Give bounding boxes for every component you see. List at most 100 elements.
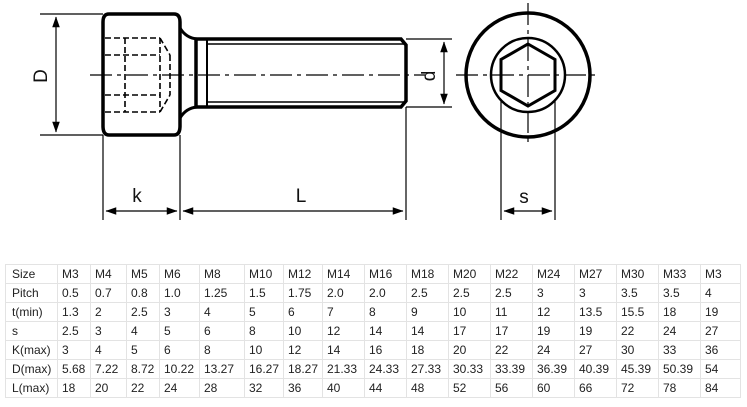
- row-header: s: [5, 321, 58, 341]
- table-cell: 4: [126, 321, 160, 341]
- table-cell: 2.0: [322, 283, 365, 303]
- table-cell: 2.5: [448, 283, 491, 303]
- label-D: D: [31, 69, 52, 83]
- table-cell: 17: [448, 321, 491, 341]
- screw-head-outline: [101, 12, 182, 137]
- table-cell: 22: [616, 321, 659, 341]
- table-cell: 30: [616, 340, 659, 360]
- label-k: k: [132, 186, 142, 207]
- table-cell: 5: [126, 340, 160, 360]
- table-cell: 1.5: [244, 283, 284, 303]
- table-cell: M4: [90, 264, 127, 284]
- table-cell: 27: [700, 321, 741, 341]
- table-cell: M3: [700, 264, 741, 284]
- table-cell: 16.27: [244, 359, 284, 379]
- table-cell: 19: [700, 302, 741, 322]
- table-cell: 0.7: [90, 283, 127, 303]
- table-cell: M16: [364, 264, 407, 284]
- socket-hidden-lines: [105, 37, 171, 113]
- row-header: K(max): [5, 340, 58, 360]
- table-cell: M20: [448, 264, 491, 284]
- table-cell: 36: [700, 340, 741, 360]
- table-cell: 4: [90, 340, 127, 360]
- table-cell: 3: [159, 302, 200, 322]
- table-cell: 2.5: [57, 321, 91, 341]
- table-cell: 8: [364, 302, 407, 322]
- table-cell: 5: [159, 321, 200, 341]
- table-cell: 19: [532, 321, 575, 341]
- table-cell: 28: [199, 378, 245, 398]
- table-cell: 3.5: [616, 283, 659, 303]
- table-cell: 10.22: [159, 359, 200, 379]
- table-cell: 16: [364, 340, 407, 360]
- table-cell: 72: [616, 378, 659, 398]
- table-cell: 14: [406, 321, 449, 341]
- table-cell: 22: [490, 340, 533, 360]
- table-cell: 36: [283, 378, 323, 398]
- screw-side-view: [90, 12, 425, 137]
- table-cell: 60: [532, 378, 575, 398]
- row-header: Size: [5, 264, 58, 284]
- table-cell: 22: [126, 378, 160, 398]
- table-cell: 3: [90, 321, 127, 341]
- table-cell: M5: [126, 264, 160, 284]
- table-cell: 14: [364, 321, 407, 341]
- table-cell: 8.72: [126, 359, 160, 379]
- table-cell: 10: [244, 340, 284, 360]
- table-cell: 40.39: [574, 359, 617, 379]
- table-cell: 21.33: [322, 359, 365, 379]
- table-cell: 3.5: [658, 283, 701, 303]
- label-d: d: [419, 71, 440, 82]
- table-cell: 17: [490, 321, 533, 341]
- table-cell: 8: [199, 340, 245, 360]
- table-cell: M18: [406, 264, 449, 284]
- table-cell: M30: [616, 264, 659, 284]
- table-cell: 24: [658, 321, 701, 341]
- table-cell: 33: [658, 340, 701, 360]
- table-cell: 20: [448, 340, 491, 360]
- table-cell: M33: [658, 264, 701, 284]
- table-cell: 18: [406, 340, 449, 360]
- table-cell: 0.5: [57, 283, 91, 303]
- table-cell: 48: [406, 378, 449, 398]
- table-cell: 3: [532, 283, 575, 303]
- table-cell: M8: [199, 264, 245, 284]
- table-cell: 1.25: [199, 283, 245, 303]
- table-cell: 1.3: [57, 302, 91, 322]
- table-cell: 20: [90, 378, 127, 398]
- table-cell: 10: [448, 302, 491, 322]
- table-cell: 5: [244, 302, 284, 322]
- row-header: t(min): [5, 302, 58, 322]
- screw-shank-outline: [194, 37, 408, 109]
- table-cell: M24: [532, 264, 575, 284]
- table-cell: 13.5: [574, 302, 617, 322]
- table-cell: 50.39: [658, 359, 701, 379]
- table-cell: 66: [574, 378, 617, 398]
- table-cell: 24: [159, 378, 200, 398]
- table-cell: 6: [159, 340, 200, 360]
- table-cell: 40: [322, 378, 365, 398]
- row-header: Pitch: [5, 283, 58, 303]
- table-cell: 7: [322, 302, 365, 322]
- table-cell: 4: [199, 302, 245, 322]
- table-cell: 9: [406, 302, 449, 322]
- table-cell: 30.33: [448, 359, 491, 379]
- dimension-D: [40, 13, 103, 136]
- table-cell: 2.5: [406, 283, 449, 303]
- row-header: D(max): [5, 359, 58, 379]
- table-cell: 11: [490, 302, 533, 322]
- table-cell: 6: [283, 302, 323, 322]
- table-cell: 7.22: [90, 359, 127, 379]
- table-cell: 14: [322, 340, 365, 360]
- table-cell: M10: [244, 264, 284, 284]
- table-cell: 1.75: [283, 283, 323, 303]
- table-cell: 12: [322, 321, 365, 341]
- table-cell: 6: [199, 321, 245, 341]
- table-cell: 45.39: [616, 359, 659, 379]
